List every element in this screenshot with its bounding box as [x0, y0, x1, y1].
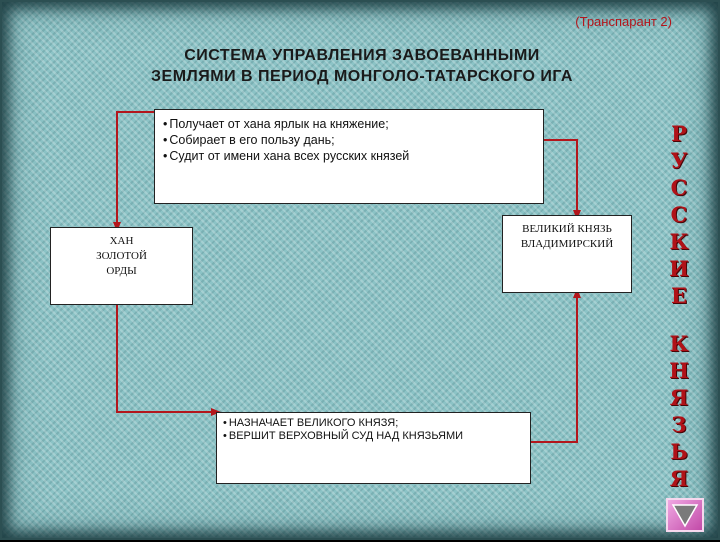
prince-duties-box: Получает от хана ярлык на княжение; Соби… [154, 109, 544, 204]
list-item: ВЕРШИТ ВЕРХОВНЫЙ СУД НАД КНЯЗЬЯМИ [223, 430, 524, 443]
list-item: Собирает в его пользу дань; [163, 132, 535, 148]
side-word-princes: К Н Я З Ь Я [666, 330, 692, 492]
khan-label: ХАН ЗОЛОТОЙ ОРДЫ [96, 235, 147, 277]
grand-prince-box: ВЕЛИКИЙ КНЯЗЬ ВЛАДИМИРСКИЙ [502, 215, 632, 293]
side-letter: Ь [670, 439, 688, 464]
arrow-bottom-to-prince [531, 288, 581, 443]
arrow-top-to-prince [544, 139, 581, 220]
side-letter: У [670, 148, 688, 173]
side-letter: Р [671, 121, 687, 146]
down-triangle-icon [671, 504, 699, 528]
side-letter: И [669, 256, 689, 281]
transparency-label: (Транспарант 2) [575, 14, 672, 29]
side-letter: С [670, 175, 688, 200]
prince-duties-list: Получает от хана ярлык на княжение; Соби… [163, 116, 535, 164]
list-item: Получает от хана ярлык на княжение; [163, 116, 535, 132]
side-word-russian: Р У С С К И Е [666, 120, 692, 309]
side-letter: Я [669, 466, 689, 491]
grand-prince-label: ВЕЛИКИЙ КНЯЗЬ ВЛАДИМИРСКИЙ [520, 223, 614, 250]
title-line-2: ЗЕМЛЯМИ В ПЕРИОД МОНГОЛО-ТАТАРСКОГО ИГА [151, 68, 573, 85]
title-line-1: СИСТЕМА УПРАВЛЕНИЯ ЗАВОЕВАННЫМИ [184, 47, 540, 64]
khan-powers-box: НАЗНАЧАЕТ ВЕЛИКОГО КНЯЗЯ; ВЕРШИТ ВЕРХОВН… [216, 412, 531, 484]
side-letter: Н [669, 358, 689, 383]
side-letter: К [669, 331, 689, 356]
arrow-khan-to-bottom [116, 305, 221, 416]
page-title: СИСТЕМА УПРАВЛЕНИЯ ЗАВОЕВАННЫМИ ЗЕМЛЯМИ … [2, 45, 720, 87]
arrow-top-to-khan [113, 111, 154, 232]
side-letter: К [669, 229, 689, 254]
side-letter: Я [669, 385, 689, 410]
khan-box: ХАН ЗОЛОТОЙ ОРДЫ [50, 227, 193, 305]
side-letter: Е [670, 283, 687, 308]
next-slide-button[interactable] [666, 498, 704, 532]
khan-powers-list: НАЗНАЧАЕТ ВЕЛИКОГО КНЯЗЯ; ВЕРШИТ ВЕРХОВН… [223, 417, 524, 443]
list-item: Судит от имени хана всех русских князей [163, 148, 535, 164]
side-letter: С [670, 202, 688, 227]
list-item: НАЗНАЧАЕТ ВЕЛИКОГО КНЯЗЯ; [223, 417, 524, 430]
side-letter: З [671, 412, 687, 437]
